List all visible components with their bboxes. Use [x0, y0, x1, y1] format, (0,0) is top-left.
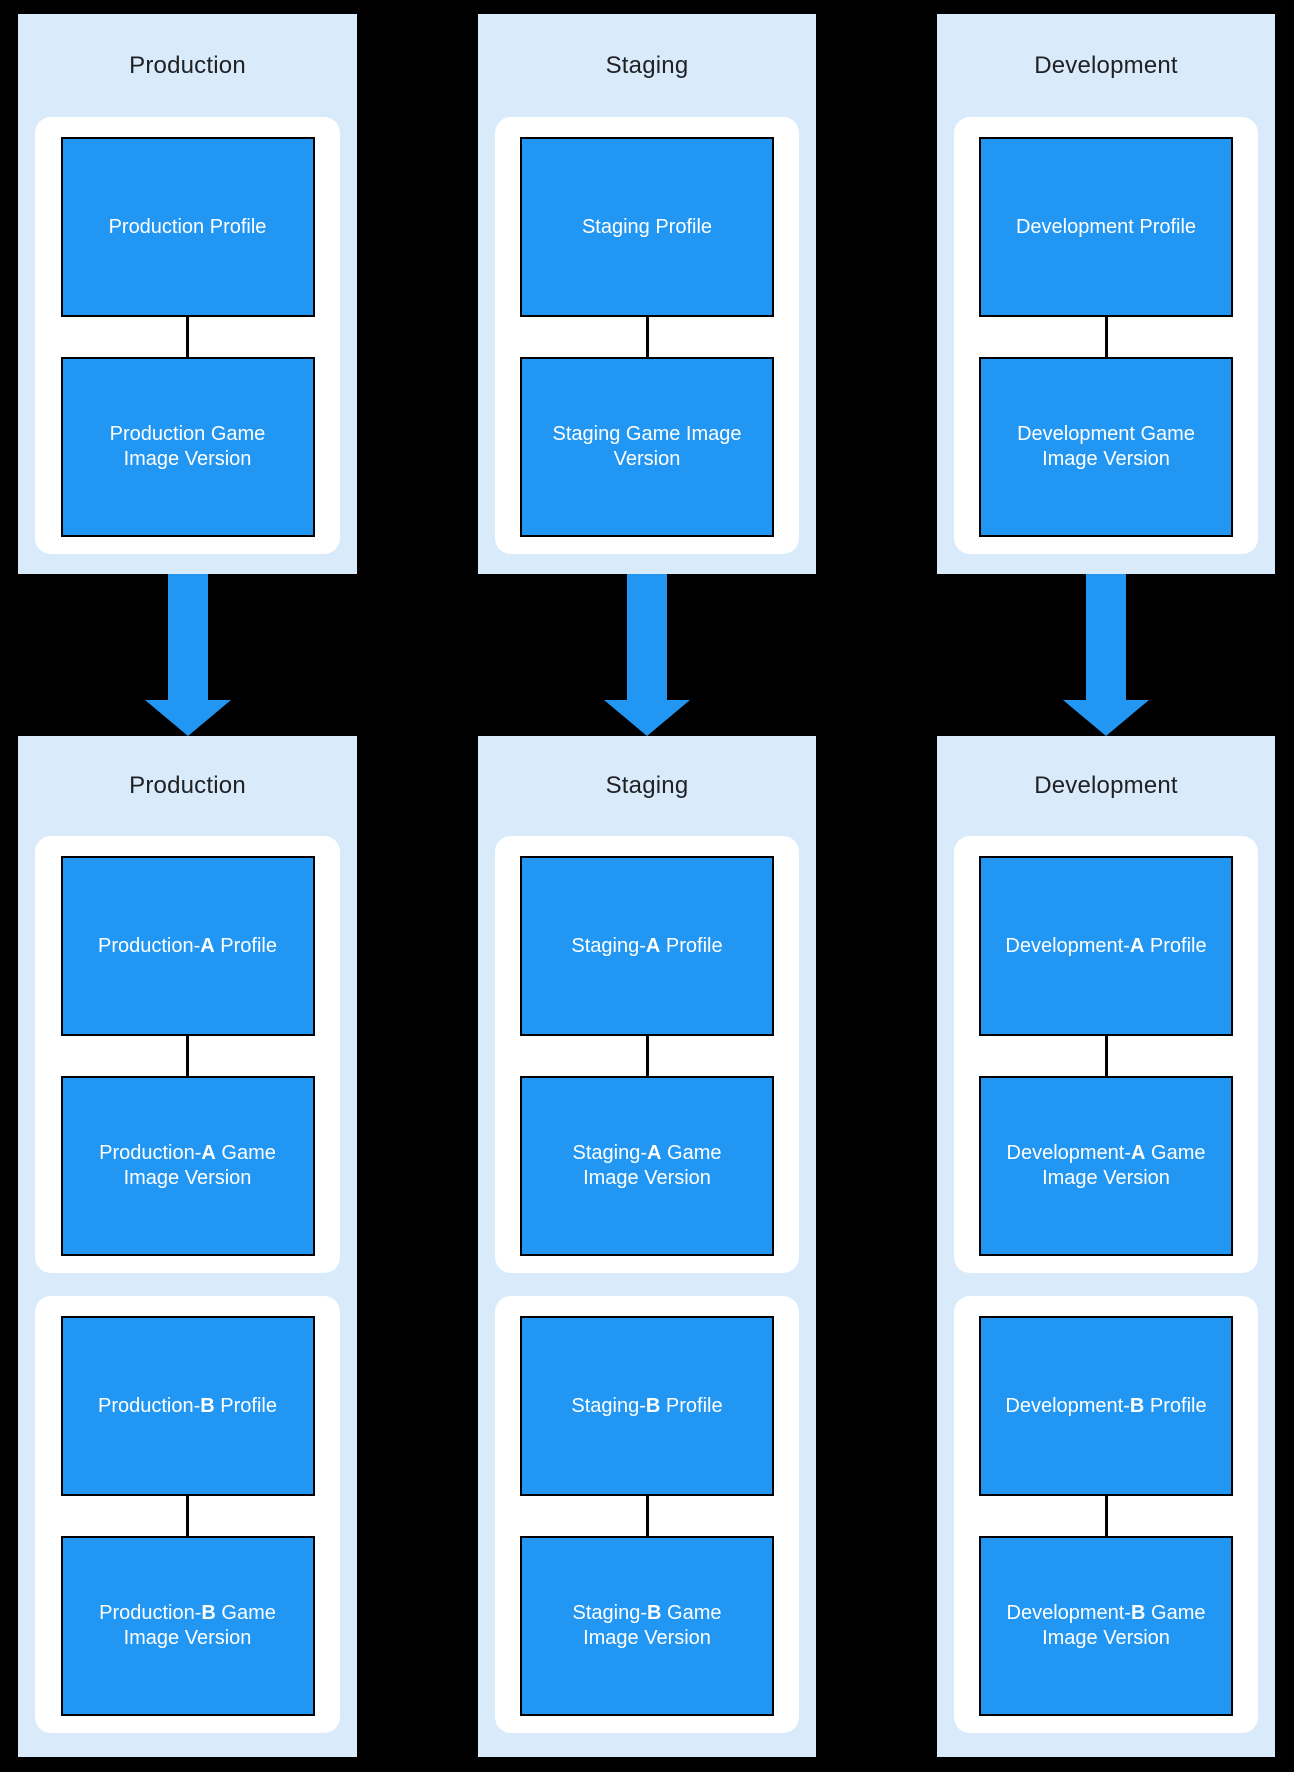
arrow-shaft	[167, 574, 208, 700]
node-development-a-profile: Development-A Profile	[979, 856, 1233, 1036]
node-label: Production Game	[109, 423, 266, 445]
node-label: Production Profile	[108, 215, 267, 238]
node-label: Development-B Game	[1006, 1602, 1206, 1624]
connector-line	[186, 317, 189, 357]
node-production-a-profile: Production-A Profile	[60, 856, 315, 1036]
node-production-profile: Production Profile	[60, 137, 315, 317]
env-title: Development	[1034, 772, 1178, 799]
env-column-development: Development Development Profile Developm…	[937, 14, 1275, 1757]
env-title: Staging	[605, 772, 689, 799]
env-card-development-variants: Development Development-A Profile Develo…	[937, 736, 1275, 1757]
env-card-production-variants: Production Production-A Profile Producti…	[18, 736, 357, 1757]
node-staging-b-profile: Staging-B Profile	[520, 1316, 774, 1496]
group-gap	[18, 1273, 357, 1296]
flow-arrow-down-icon	[937, 574, 1275, 736]
node-label: Staging-A Profile	[571, 934, 723, 957]
node-label-line2: Image Version	[1042, 1167, 1170, 1189]
env-column-production: Production Production Profile Production…	[18, 14, 357, 1757]
node-label: Production-A Profile	[98, 934, 277, 957]
node-label: Staging-B Profile	[571, 1394, 723, 1417]
connector-line	[645, 317, 649, 357]
env-title: Production	[129, 51, 246, 79]
connector-line	[1104, 1036, 1108, 1076]
node-development-b-profile: Development-B Profile	[979, 1316, 1233, 1496]
flow-arrow-down-icon	[18, 574, 357, 736]
arrow-shaft	[1086, 574, 1126, 700]
node-label: Production-B Profile	[98, 1394, 277, 1417]
node-staging-a-profile: Staging-A Profile	[520, 856, 774, 1036]
connector-line	[186, 1496, 189, 1536]
node-label-line2: Image Version	[123, 1627, 252, 1649]
arrow-head	[1063, 700, 1149, 736]
node-label: Production-A Game	[99, 1142, 276, 1164]
node-label-line2: Image Version	[123, 448, 252, 470]
node-label: Development-A Profile	[1005, 934, 1207, 957]
env-card-staging-variants: Staging Staging-A Profile Staging-A Game…	[478, 736, 816, 1757]
env-card-production-current: Production Production Profile Production…	[18, 14, 357, 574]
env-card-staging-current: Staging Staging Profile Staging Game Ima…	[478, 14, 816, 574]
flow-arrow-down-icon	[478, 574, 816, 736]
node-label: Staging Profile	[581, 215, 713, 238]
node-development-profile: Development Profile	[979, 137, 1233, 317]
node-label-line2: Version	[613, 448, 681, 470]
node-label: Staging Game Image	[552, 423, 742, 445]
group-gap	[937, 1273, 1275, 1296]
node-label: Development-B Profile	[1005, 1394, 1207, 1417]
node-label: Staging-A Game	[572, 1142, 722, 1164]
arrow-head	[144, 700, 231, 736]
node-label: Development Game	[1017, 423, 1195, 445]
arrow-head	[604, 700, 690, 736]
arrow-shaft	[627, 574, 667, 700]
node-label: Staging-B Game	[572, 1602, 722, 1624]
variant-a-group-card: Development-A Profile Development-A Game…	[954, 836, 1258, 1273]
node-label-line2: Image Version	[583, 1627, 711, 1649]
node-label-line2: Image Version	[123, 1167, 252, 1189]
node-label-line2: Image Version	[1042, 1627, 1170, 1649]
env-column-staging: Staging Staging Profile Staging Game Ima…	[478, 14, 816, 1757]
node-label: Development-A Game	[1006, 1142, 1206, 1164]
node-staging-profile: Staging Profile	[520, 137, 774, 317]
node-label: Development Profile	[1015, 215, 1197, 238]
env-title: Production	[129, 772, 246, 799]
connector-line	[186, 1036, 189, 1076]
node-production-b-profile: Production-B Profile	[60, 1316, 315, 1496]
node-label: Production-B Game	[99, 1602, 276, 1624]
env-card-development-current: Development Development Profile Developm…	[937, 14, 1275, 574]
node-label-line2: Image Version	[1042, 448, 1170, 470]
connector-line	[645, 1496, 649, 1536]
connector-line	[1104, 317, 1108, 357]
env-title: Staging	[605, 51, 689, 79]
env-title: Development	[1034, 51, 1178, 79]
group-gap	[478, 1273, 816, 1296]
variant-b-group-card: Development-B Profile Development-B Game…	[954, 1296, 1258, 1733]
node-label-line2: Image Version	[583, 1167, 711, 1189]
connector-line	[1104, 1496, 1108, 1536]
connector-line	[645, 1036, 649, 1076]
